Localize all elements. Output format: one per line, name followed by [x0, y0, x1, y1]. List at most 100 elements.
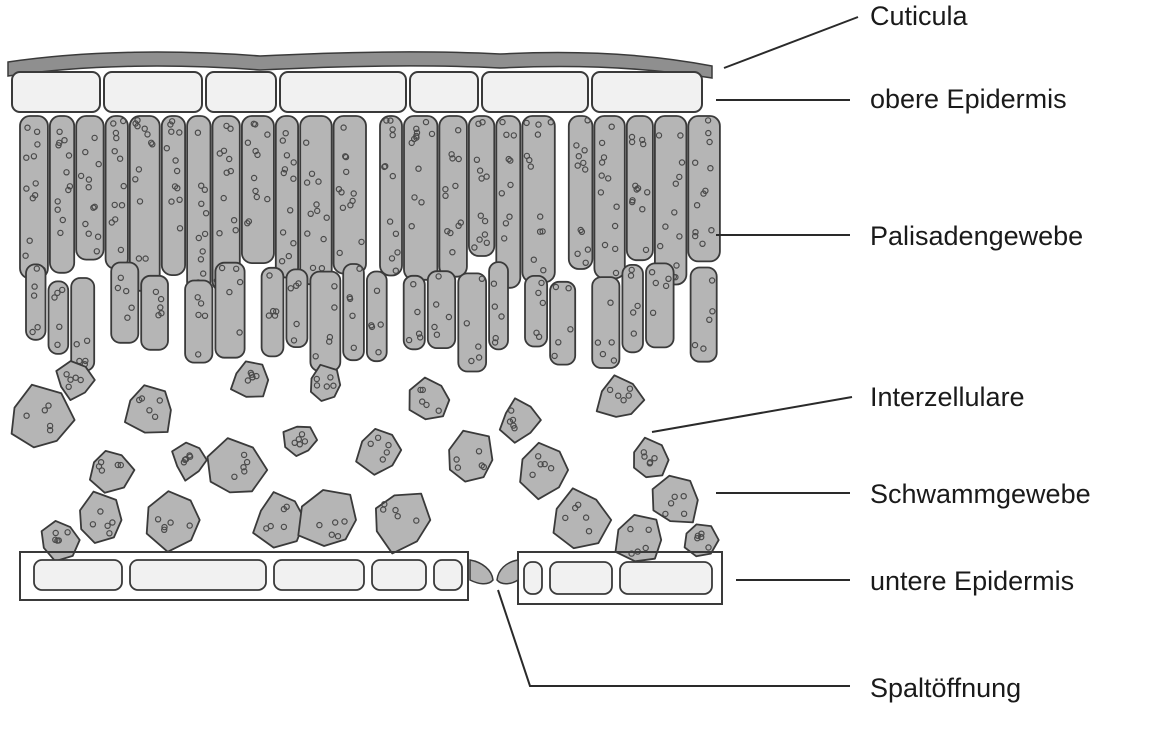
chloroplast	[298, 431, 306, 438]
chloroplast	[599, 350, 607, 358]
chloroplast	[537, 213, 544, 220]
chloroplast	[46, 427, 54, 434]
chloroplast	[315, 178, 322, 185]
chloroplast	[405, 336, 413, 344]
chloroplast	[293, 320, 300, 328]
chloroplast	[316, 521, 323, 529]
upper-epidermis-cell	[279, 71, 407, 113]
chloroplast	[511, 425, 518, 432]
lower-epidermis-cell	[371, 559, 427, 591]
chloroplast	[241, 468, 248, 475]
chloroplast	[388, 255, 396, 262]
chloroplast	[526, 156, 533, 164]
spongy-cell	[448, 429, 494, 483]
chloroplast	[290, 337, 298, 344]
chloroplast	[109, 519, 116, 526]
chloroplast	[135, 166, 143, 173]
chloroplast	[287, 207, 294, 214]
chloroplast	[65, 186, 72, 194]
chloroplast	[65, 383, 72, 390]
chloroplast	[128, 304, 135, 311]
spongy-cell	[89, 450, 136, 494]
spongy-cell	[375, 492, 432, 555]
palisade-cell	[47, 280, 70, 355]
chloroplast	[408, 139, 415, 147]
lower-epidermis-cell	[549, 561, 613, 595]
chloroplast	[31, 191, 39, 199]
chloroplast	[313, 375, 320, 383]
chloroplast	[46, 422, 54, 430]
chloroplast	[132, 120, 139, 127]
chloroplast	[65, 152, 73, 159]
chloroplast	[220, 194, 227, 202]
chloroplast	[523, 119, 530, 127]
chloroplast	[677, 132, 684, 139]
chloroplast	[56, 323, 63, 330]
chloroplast	[198, 200, 205, 207]
chloroplast	[477, 212, 484, 219]
lower-epidermis-cell	[523, 561, 543, 595]
chloroplast	[199, 248, 206, 255]
chloroplast	[97, 459, 105, 466]
chloroplast	[303, 139, 310, 146]
chloroplast	[29, 328, 36, 336]
chloroplast	[326, 338, 333, 345]
chloroplast	[452, 182, 459, 190]
chloroplast	[606, 386, 614, 394]
chloroplast	[111, 216, 119, 223]
chloroplast	[23, 412, 30, 419]
chloroplast	[448, 151, 455, 158]
chloroplast	[530, 256, 538, 263]
chloroplast	[52, 536, 59, 544]
chloroplast	[343, 168, 350, 176]
chloroplast	[431, 323, 438, 331]
chloroplast	[64, 529, 71, 536]
chloroplast	[250, 174, 258, 182]
chloroplast	[608, 339, 615, 346]
chloroplast	[264, 131, 271, 138]
chloroplast	[608, 123, 615, 130]
chloroplast	[98, 467, 106, 474]
chloroplast	[110, 120, 117, 127]
chloroplast	[232, 265, 240, 272]
chloroplast	[449, 248, 456, 256]
chloroplast	[671, 209, 678, 216]
chloroplast	[471, 244, 478, 251]
chloroplast	[144, 131, 151, 138]
spongy-cell	[552, 487, 613, 550]
chloroplast	[707, 164, 714, 172]
chloroplast	[106, 530, 113, 537]
chloroplast	[197, 300, 205, 307]
chloroplast	[33, 265, 41, 272]
spongy-cell	[614, 514, 663, 563]
spongy-cell	[10, 383, 76, 449]
chloroplast	[642, 246, 650, 254]
chloroplast	[473, 156, 481, 163]
chloroplast	[245, 218, 253, 225]
chloroplast	[453, 456, 460, 463]
chloroplast	[394, 249, 401, 256]
chloroplast	[535, 289, 542, 297]
chloroplast	[194, 351, 202, 358]
spongy-cell	[79, 490, 123, 544]
chloroplast	[392, 506, 399, 514]
chloroplast	[77, 376, 84, 384]
chloroplast	[507, 157, 514, 164]
chloroplast	[195, 311, 202, 319]
chloroplast	[580, 159, 587, 167]
palisade-cell	[625, 115, 654, 262]
chloroplast	[312, 353, 319, 360]
palisade-cell	[426, 270, 457, 350]
label-lower-epidermis: untere Epidermis	[870, 566, 1074, 596]
chloroplast	[117, 461, 125, 469]
lower-epidermis-layer	[19, 551, 723, 605]
chloroplast	[541, 460, 548, 468]
chloroplast	[186, 452, 193, 459]
chloroplast	[644, 189, 651, 196]
chloroplast	[562, 514, 569, 522]
chloroplast	[173, 167, 181, 175]
chloroplast	[632, 182, 639, 189]
chloroplast	[626, 385, 634, 392]
palisade-cell	[25, 263, 47, 341]
